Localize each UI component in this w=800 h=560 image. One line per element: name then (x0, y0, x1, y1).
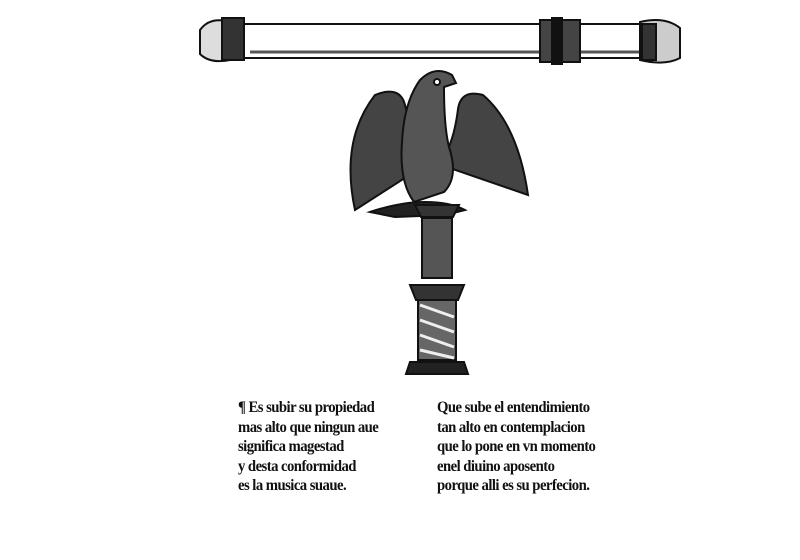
verse-line: es la musica suaue. (238, 477, 347, 494)
eagle (349, 70, 530, 219)
verse-line: y desta conformidad (238, 457, 356, 475)
verse-right: Que sube el entendimiento tan alto en co… (437, 398, 609, 496)
verse-line: mas alto que ningun aue (238, 418, 379, 436)
verse-line: significa magestad (238, 438, 344, 455)
column (404, 204, 470, 375)
verse-line: porque alli es su perfecion. (437, 477, 590, 494)
verse-line: enel diuino aposento (437, 457, 555, 475)
verse-line: que lo pone en vn momento (437, 438, 596, 455)
scroll-banner (199, 17, 681, 65)
verse-line: ¶ Es subir su propiedad (238, 399, 375, 416)
verse-line: Que sube el entendimiento (437, 399, 590, 416)
verse-left: ¶ Es subir su propiedad mas alto que nin… (238, 398, 390, 496)
verse-line: tan alto en contemplacion (437, 418, 585, 436)
